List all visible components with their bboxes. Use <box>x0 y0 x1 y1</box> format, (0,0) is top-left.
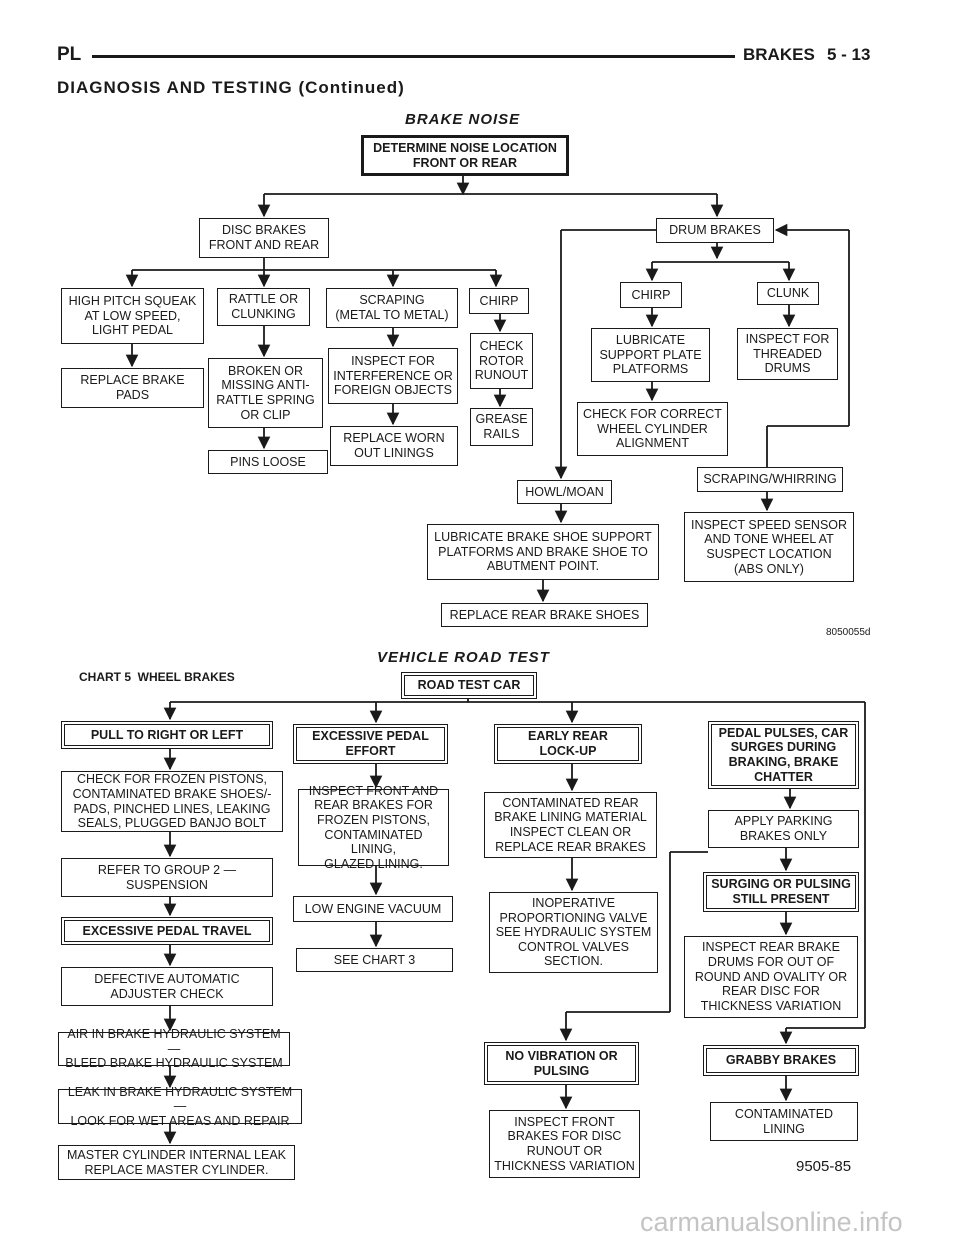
box-replace-brake-pads: REPLACE BRAKE PADS <box>61 368 204 408</box>
box-lubricate-brake-shoe: LUBRICATE BRAKE SHOE SUPPORT PLATFORMS A… <box>427 524 659 580</box>
box-road-test-car: ROAD TEST CAR <box>401 672 537 699</box>
box-chirp-disc: CHIRP <box>469 288 529 314</box>
section-title: DIAGNOSIS AND TESTING (Continued) <box>57 78 405 97</box>
box-early-rear-lockup: EARLY REAR LOCK-UP <box>494 724 642 764</box>
box-howl-moan: HOWL/MOAN <box>517 480 612 504</box>
box-pedal-pulses: PEDAL PULSES, CAR SURGES DURING BRAKING,… <box>708 721 859 789</box>
box-grabby-brakes: GRABBY BRAKES <box>703 1045 859 1076</box>
watermark: carmanualsonline.info <box>640 1207 903 1237</box>
box-leak-in-hydraulic-system: LEAK IN BRAKE HYDRAULIC SYSTEM — LOOK FO… <box>58 1085 302 1128</box>
road-test-title: VEHICLE ROAD TEST <box>377 649 550 666</box>
box-see-chart-3: SEE CHART 3 <box>296 948 453 972</box>
box-clunk: CLUNK <box>757 282 819 305</box>
box-disc-brakes: DISC BRAKES FRONT AND REAR <box>199 218 329 258</box>
box-apply-parking-brakes: APPLY PARKING BRAKES ONLY <box>708 810 859 848</box>
header-rule <box>92 55 735 58</box>
box-rattle-or-clunking: RATTLE OR CLUNKING <box>217 288 310 326</box>
box-defective-adjuster: DEFECTIVE AUTOMATIC ADJUSTER CHECK <box>61 967 273 1006</box>
box-pull-right-or-left: PULL TO RIGHT OR LEFT <box>61 721 273 749</box>
box-check-rotor-runout: CHECK ROTOR RUNOUT <box>470 333 533 389</box>
box-no-vibration-or-pulsing: NO VIBRATION OR PULSING <box>484 1042 639 1085</box>
box-contaminated-rear-lining: CONTAMINATED REAR BRAKE LINING MATERIAL … <box>484 792 657 858</box>
box-surging-still-present: SURGING OR PULSING STILL PRESENT <box>703 872 859 912</box>
box-contaminated-lining: CONTAMINATED LINING <box>710 1102 858 1141</box>
box-check-frozen-pistons: CHECK FOR FROZEN PISTONS, CONTAMINATED B… <box>61 771 283 832</box>
box-replace-worn-linings: REPLACE WORN OUT LININGS <box>330 426 458 466</box>
chart-label: CHART 5 WHEEL BRAKES <box>79 670 235 684</box>
box-air-in-hydraulic-system: AIR IN BRAKE HYDRAULIC SYSTEM — BLEED BR… <box>58 1027 290 1070</box>
box-inspect-front-disc: INSPECT FRONT BRAKES FOR DISC RUNOUT OR … <box>489 1110 640 1178</box>
box-lubricate-support-plate: LUBRICATE SUPPORT PLATE PLATFORMS <box>591 328 710 382</box>
page-number: 5 - 13 <box>827 45 871 64</box>
box-refer-to-group-2: REFER TO GROUP 2 — SUSPENSION <box>61 858 273 897</box>
page-header-section-name: BRAKES <box>743 45 815 64</box>
box-scraping-metal: SCRAPING (METAL TO METAL) <box>326 288 458 328</box>
box-high-pitch-squeak: HIGH PITCH SQUEAK AT LOW SPEED, LIGHT PE… <box>61 288 204 344</box>
box-inoperative-proportioning-valve: INOPERATIVE PROPORTIONING VALVE SEE HYDR… <box>489 892 658 973</box>
box-chirp-drum: CHIRP <box>620 282 682 308</box>
box-drum-brakes: DRUM BRAKES <box>656 218 774 243</box>
box-replace-rear-brake-shoes: REPLACE REAR BRAKE SHOES <box>441 603 648 627</box>
brake-noise-figure-id: 8050055d <box>826 627 871 638</box>
box-broken-anti-rattle: BROKEN OR MISSING ANTI- RATTLE SPRING OR… <box>208 358 323 428</box>
road-test-figure-id: 9505-85 <box>796 1158 852 1175</box>
box-grease-rails: GREASE RAILS <box>470 408 533 446</box>
box-low-engine-vacuum: LOW ENGINE VACUUM <box>293 896 453 922</box>
box-pins-loose: PINS LOOSE <box>208 450 328 474</box>
box-inspect-interference: INSPECT FOR INTERFERENCE OR FOREIGN OBJE… <box>328 348 458 404</box>
box-determine-noise-location: DETERMINE NOISE LOCATION FRONT OR REAR <box>361 135 569 176</box>
box-excessive-pedal-travel: EXCESSIVE PEDAL TRAVEL <box>61 917 273 945</box>
box-check-wheel-cylinder: CHECK FOR CORRECT WHEEL CYLINDER ALIGNME… <box>577 402 728 456</box>
box-excessive-pedal-effort: EXCESSIVE PEDAL EFFORT <box>293 724 448 764</box>
box-inspect-speed-sensor: INSPECT SPEED SENSOR AND TONE WHEEL AT S… <box>684 512 854 582</box>
box-scraping-whirring: SCRAPING/WHIRRING <box>697 467 843 492</box>
box-master-cylinder-leak: MASTER CYLINDER INTERNAL LEAK REPLACE MA… <box>58 1145 295 1180</box>
box-inspect-threaded-drums: INSPECT FOR THREADED DRUMS <box>737 328 838 380</box>
box-inspect-rear-drums: INSPECT REAR BRAKE DRUMS FOR OUT OF ROUN… <box>684 936 858 1018</box>
brake-noise-title: BRAKE NOISE <box>405 111 521 128</box>
box-inspect-front-and-rear: INSPECT FRONT AND REAR BRAKES FOR FROZEN… <box>298 784 449 871</box>
page-header-left: PL <box>57 44 82 65</box>
